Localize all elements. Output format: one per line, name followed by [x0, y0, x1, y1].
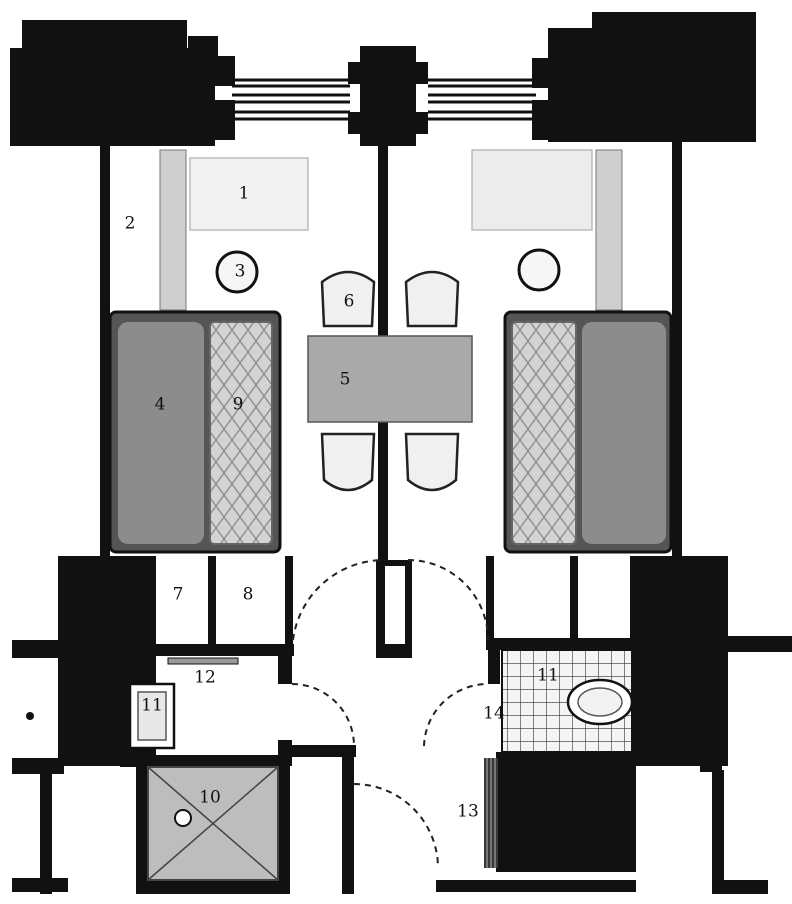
label-14: 14 — [483, 704, 505, 724]
window-right — [428, 78, 536, 121]
label-7: 7 — [173, 585, 184, 605]
label-2: 2 — [125, 214, 136, 234]
label-1: 1 — [239, 184, 250, 204]
table-icon — [307, 335, 473, 423]
lamp-icon — [215, 248, 561, 294]
sliding-door — [383, 564, 407, 646]
label-10: 10 — [199, 788, 221, 808]
label-11-left: 11 — [141, 696, 163, 716]
shower-icon — [147, 766, 279, 881]
marker-dot — [26, 712, 34, 720]
label-3: 3 — [235, 262, 246, 282]
window-strip-right — [595, 149, 623, 311]
facade-right-block — [532, 12, 756, 142]
wall-left-outer — [100, 140, 110, 560]
rug-left — [189, 157, 309, 231]
chair-icon — [320, 270, 460, 492]
partition — [484, 758, 498, 868]
window-left — [232, 78, 350, 121]
label-6: 6 — [344, 292, 355, 312]
label-11-right: 11 — [537, 666, 559, 686]
label-8: 8 — [243, 585, 254, 605]
mirror — [167, 657, 239, 665]
door-swing-icon — [291, 558, 489, 869]
toilet-icon — [566, 678, 634, 726]
washbasin-icon — [128, 682, 176, 750]
bed-icon — [108, 310, 673, 554]
facade-center-block — [348, 46, 428, 146]
label-12: 12 — [194, 668, 216, 688]
label-5: 5 — [340, 370, 351, 390]
label-9: 9 — [233, 395, 244, 415]
window-strip-left — [159, 149, 187, 311]
rug-right — [471, 149, 593, 231]
facade-left-block — [10, 20, 235, 146]
label-13: 13 — [457, 802, 479, 822]
service-walls — [12, 556, 792, 894]
wall-right-outer — [672, 140, 682, 560]
label-4: 4 — [155, 395, 166, 415]
